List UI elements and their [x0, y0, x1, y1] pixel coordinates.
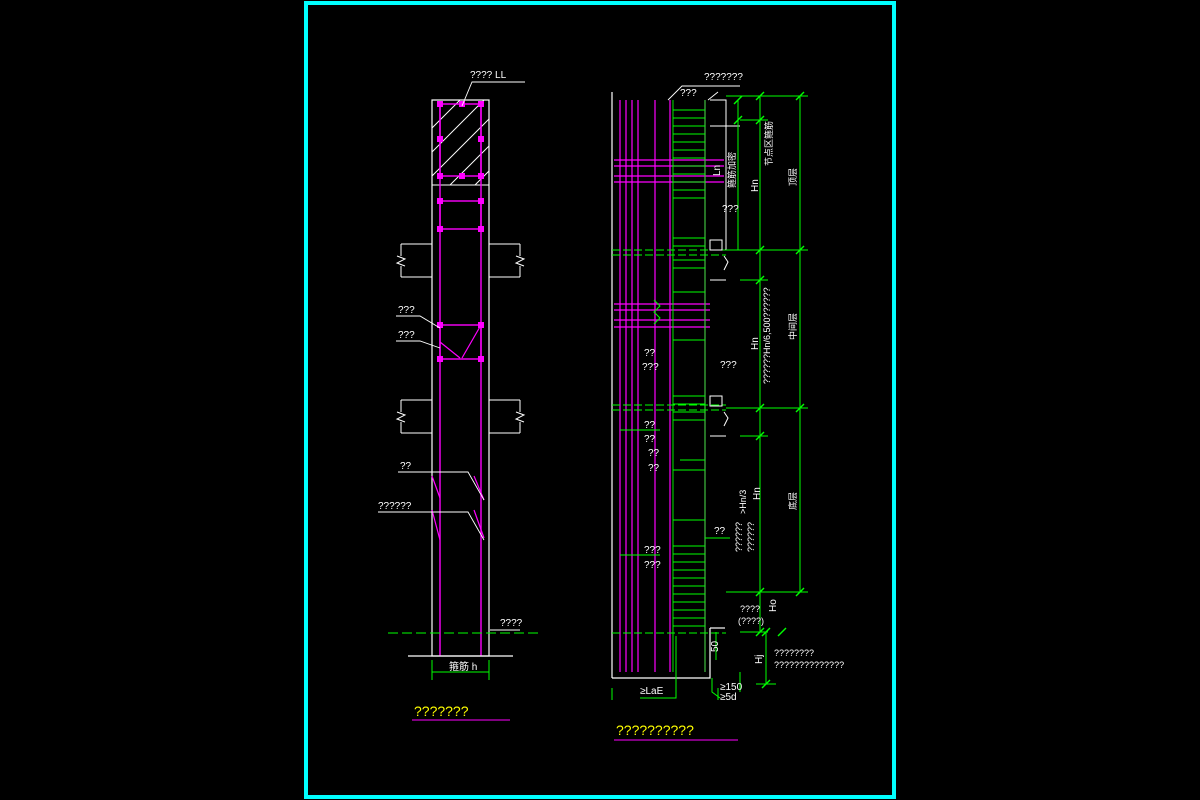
right-beam-steps [709, 99, 740, 437]
right-slab-lines [612, 249, 726, 634]
bottom-note-3: ?????? [746, 522, 756, 552]
lap-label-6: ?? [648, 463, 660, 474]
lap-label-1: ?? [644, 348, 656, 359]
left-bar-label-2: ?????? [378, 501, 412, 512]
right-anchorage [640, 636, 721, 700]
dim-5d: ≥5d [720, 692, 737, 703]
base-note-1: ???? [740, 604, 760, 614]
mid-note-text: ??????Hn/6,500?????? [762, 287, 772, 384]
bottom-layer-text: 底层 [787, 492, 798, 510]
sheet-frame [304, 1, 896, 799]
right-title: ?????????? [616, 722, 694, 738]
left-bar-label-1: ?? [400, 461, 412, 472]
right-top-label-2: ??? [680, 88, 697, 99]
dim-hn-mid: Hn [750, 337, 761, 350]
left-stirrup-label-1: ??? [398, 305, 415, 316]
lap-label-3: ?? [644, 420, 656, 431]
left-top-label: ???? LL [470, 70, 507, 81]
right-dimension-chains [611, 95, 808, 700]
left-base-dimension [431, 660, 490, 680]
right-stirrup-label-mid: ??? [720, 360, 737, 371]
foot-note-1: ???????? [774, 648, 814, 658]
dim-ln: Ln [712, 165, 723, 176]
top-layer-text: 顶层 [788, 168, 798, 186]
lap-label-7: ??? [644, 545, 661, 556]
left-leaders [378, 81, 525, 631]
right-ladder-stirrups [672, 100, 706, 672]
foot-note-2: ?????????????? [774, 660, 844, 670]
base-note-2: (????) [738, 616, 764, 626]
right-lap-ticks [620, 299, 730, 556]
left-figure: ???? LL ??? ??? ?? ?????? ???? 箍筋 h ????… [378, 70, 540, 721]
stirrup-dense-text: 箍筋加密 [726, 152, 737, 188]
right-top-leader-2 [707, 91, 719, 101]
lap-label-5: ?? [648, 448, 660, 459]
dim-ho: Ho [768, 599, 779, 612]
dim-hn-top: Hn [750, 179, 761, 192]
left-ties [431, 324, 485, 541]
bottom-note-1: >Hn/3 [738, 490, 748, 514]
lap-label-8: ??? [644, 560, 661, 571]
left-base-label: 箍筋 h [449, 660, 477, 673]
right-top-leader [667, 85, 740, 101]
lap-label-2: ??? [642, 362, 659, 373]
dim-hj: Hj [754, 655, 765, 664]
right-figure: Ln 箍筋加密 Hn 节点区箍筋 顶层 ??????Hn/6,500??????… [611, 72, 844, 741]
right-stirrup-bands [614, 159, 724, 328]
bottom-note-2: ?????? [734, 522, 744, 552]
mid-layer-text: 中间层 [787, 313, 798, 340]
lap-label-4: ?? [644, 434, 656, 445]
right-column-outline [611, 92, 725, 679]
left-beams [395, 243, 526, 434]
label-q2: ?? [714, 526, 726, 537]
right-top-label-1: ??????? [704, 72, 743, 83]
lae-label: ≥LaE [640, 686, 664, 697]
left-stirrup-label-2: ??? [398, 330, 415, 341]
node-text: 节点区箍筋 [763, 121, 774, 166]
right-stirrup-label-top: ??? [722, 204, 739, 215]
dim-50: 50 [710, 640, 721, 652]
left-title: ??????? [414, 703, 469, 719]
dim-150: ≥150 [720, 682, 743, 693]
left-ground-label: ???? [500, 618, 523, 629]
right-dimension-ticks [733, 91, 805, 689]
dim-hn-bot: Hn [752, 487, 763, 500]
